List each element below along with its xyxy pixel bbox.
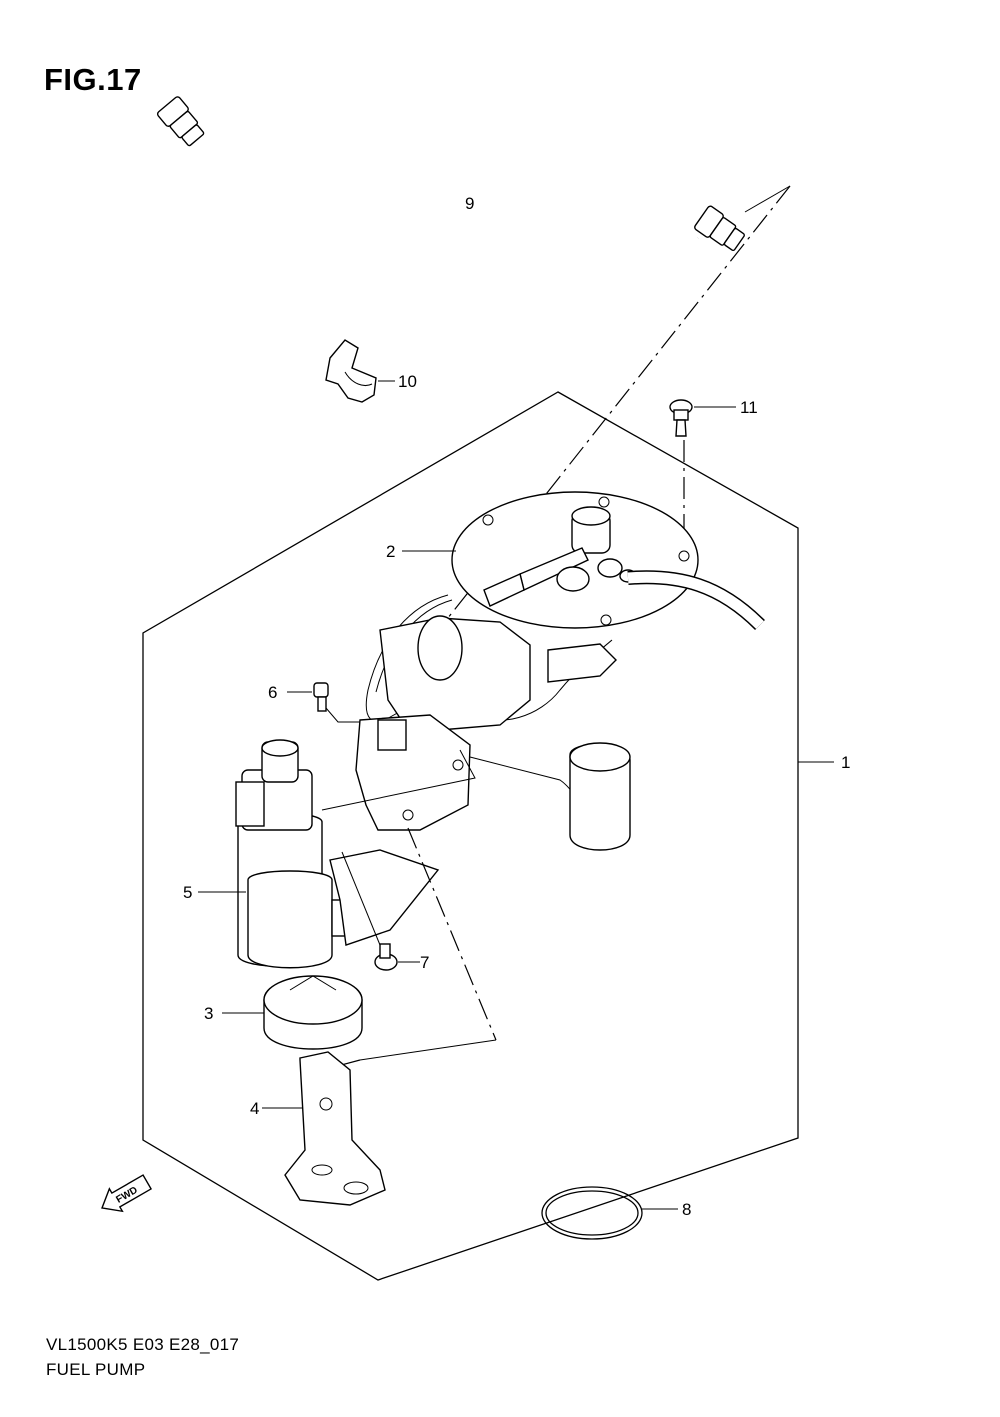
gasket-ring-part	[541, 1186, 643, 1240]
callout-11: 11	[740, 398, 758, 417]
callout-6: 6	[268, 683, 278, 702]
callout-5: 5	[183, 883, 193, 902]
screw-part	[374, 943, 398, 971]
callout-7: 7	[420, 953, 430, 972]
mounting-plate-part	[284, 1051, 386, 1206]
assembly-outline	[142, 391, 799, 1281]
small-bolt-part	[313, 682, 329, 712]
figure-title: FIG.17	[44, 62, 142, 97]
callout-2: 2	[386, 542, 396, 561]
callout-1: 1	[841, 753, 851, 772]
callout-10: 10	[398, 372, 417, 391]
hose-clamp-part	[325, 339, 377, 403]
pump-flange-part	[451, 491, 699, 629]
callout-8: 8	[682, 1200, 692, 1219]
fwd-arrow-icon: FWD	[101, 1174, 153, 1213]
callout-9: 9	[465, 194, 475, 213]
pump-bracket-part	[355, 615, 617, 831]
fuel-hose-part	[156, 96, 745, 287]
pump-cushion-part	[263, 975, 363, 1050]
callout-3: 3	[204, 1004, 214, 1023]
callout-4: 4	[250, 1099, 260, 1118]
bolt-part	[669, 399, 693, 437]
figure-name: FUEL PUMP	[46, 1360, 146, 1379]
figure-code: VL1500K5 E03 E28_017	[46, 1335, 240, 1354]
fuel-pump-motor-part	[235, 739, 359, 969]
